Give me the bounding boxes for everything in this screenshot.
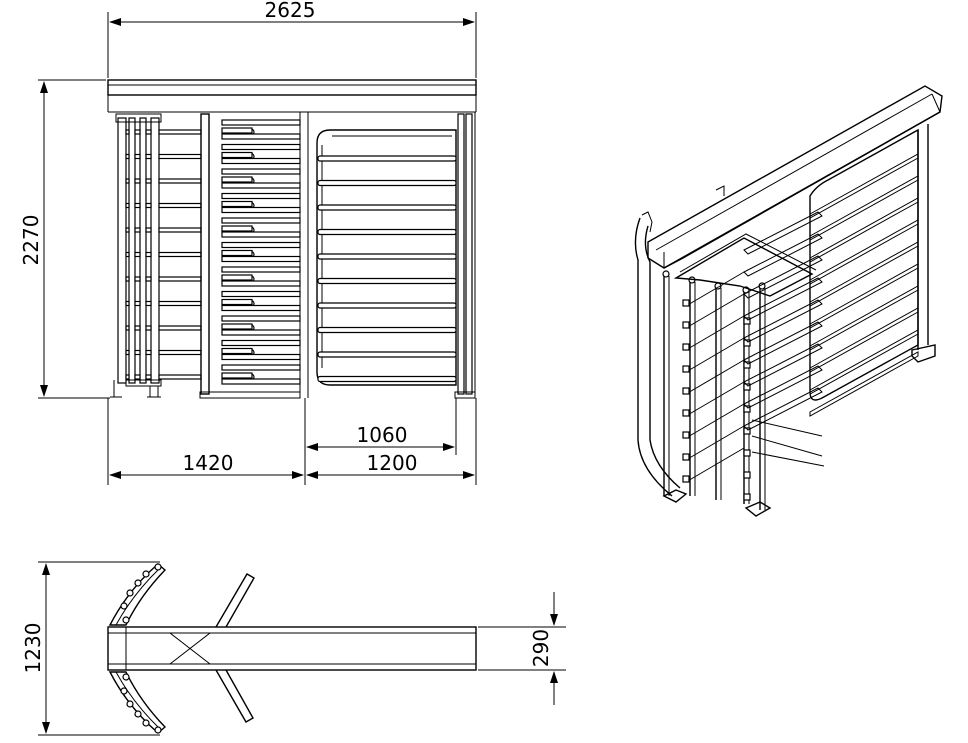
dim-gate-passage: 1060 bbox=[357, 423, 408, 447]
plan-view: 1230 290 bbox=[21, 561, 566, 736]
rotor-arms bbox=[221, 119, 301, 385]
cage-horizontal-bars bbox=[125, 129, 202, 380]
dim-overall-width: 2625 bbox=[265, 0, 316, 22]
dimension-beam-width: 290 bbox=[478, 592, 566, 705]
dimension-plan-depth: 1230 bbox=[21, 561, 160, 736]
dimension-overall-width: 2625 bbox=[107, 0, 477, 78]
dim-beam-width: 290 bbox=[529, 629, 553, 667]
dim-plan-depth: 1230 bbox=[21, 623, 45, 674]
cage-posts bbox=[110, 113, 162, 398]
dim-left-section: 1420 bbox=[183, 451, 234, 475]
dim-overall-height: 2270 bbox=[19, 215, 43, 266]
dimension-bottom: 1420 1060 1200 bbox=[107, 398, 477, 485]
front-elevation-view: 2625 2270 1420 1060 1200 bbox=[19, 0, 477, 485]
gate-section bbox=[316, 112, 476, 399]
isometric-view bbox=[634, 85, 943, 517]
dimension-overall-height: 2270 bbox=[19, 79, 110, 399]
dim-gate-section: 1200 bbox=[367, 451, 418, 475]
